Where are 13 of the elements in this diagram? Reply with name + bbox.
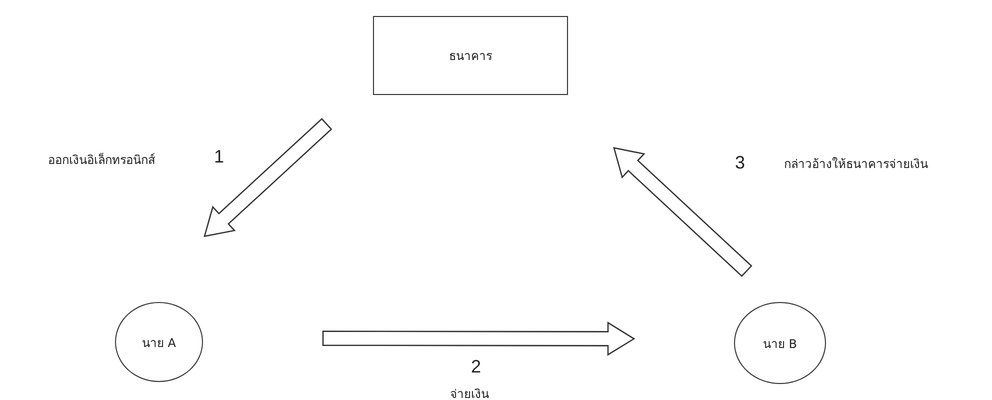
block-arrow — [204, 118, 332, 238]
step-number: 1 — [214, 146, 224, 168]
step-description: จ่ายเงิน — [450, 386, 489, 400]
step-number: 2 — [471, 356, 481, 378]
block-arrow — [322, 322, 636, 356]
step-number: 3 — [735, 152, 745, 174]
person-name: นาย B — [762, 336, 798, 352]
step-description: กล่าวอ้างให้ธนาคารจ่ายเงิน — [784, 156, 928, 173]
step-description: ออกเงินอิเล็กทรอนิกส์ — [48, 152, 155, 169]
block-arrow — [613, 147, 752, 278]
bank-box — [373, 16, 568, 95]
bank-name: ธนาคาร — [449, 48, 492, 65]
person-name: นาย A — [142, 334, 176, 352]
